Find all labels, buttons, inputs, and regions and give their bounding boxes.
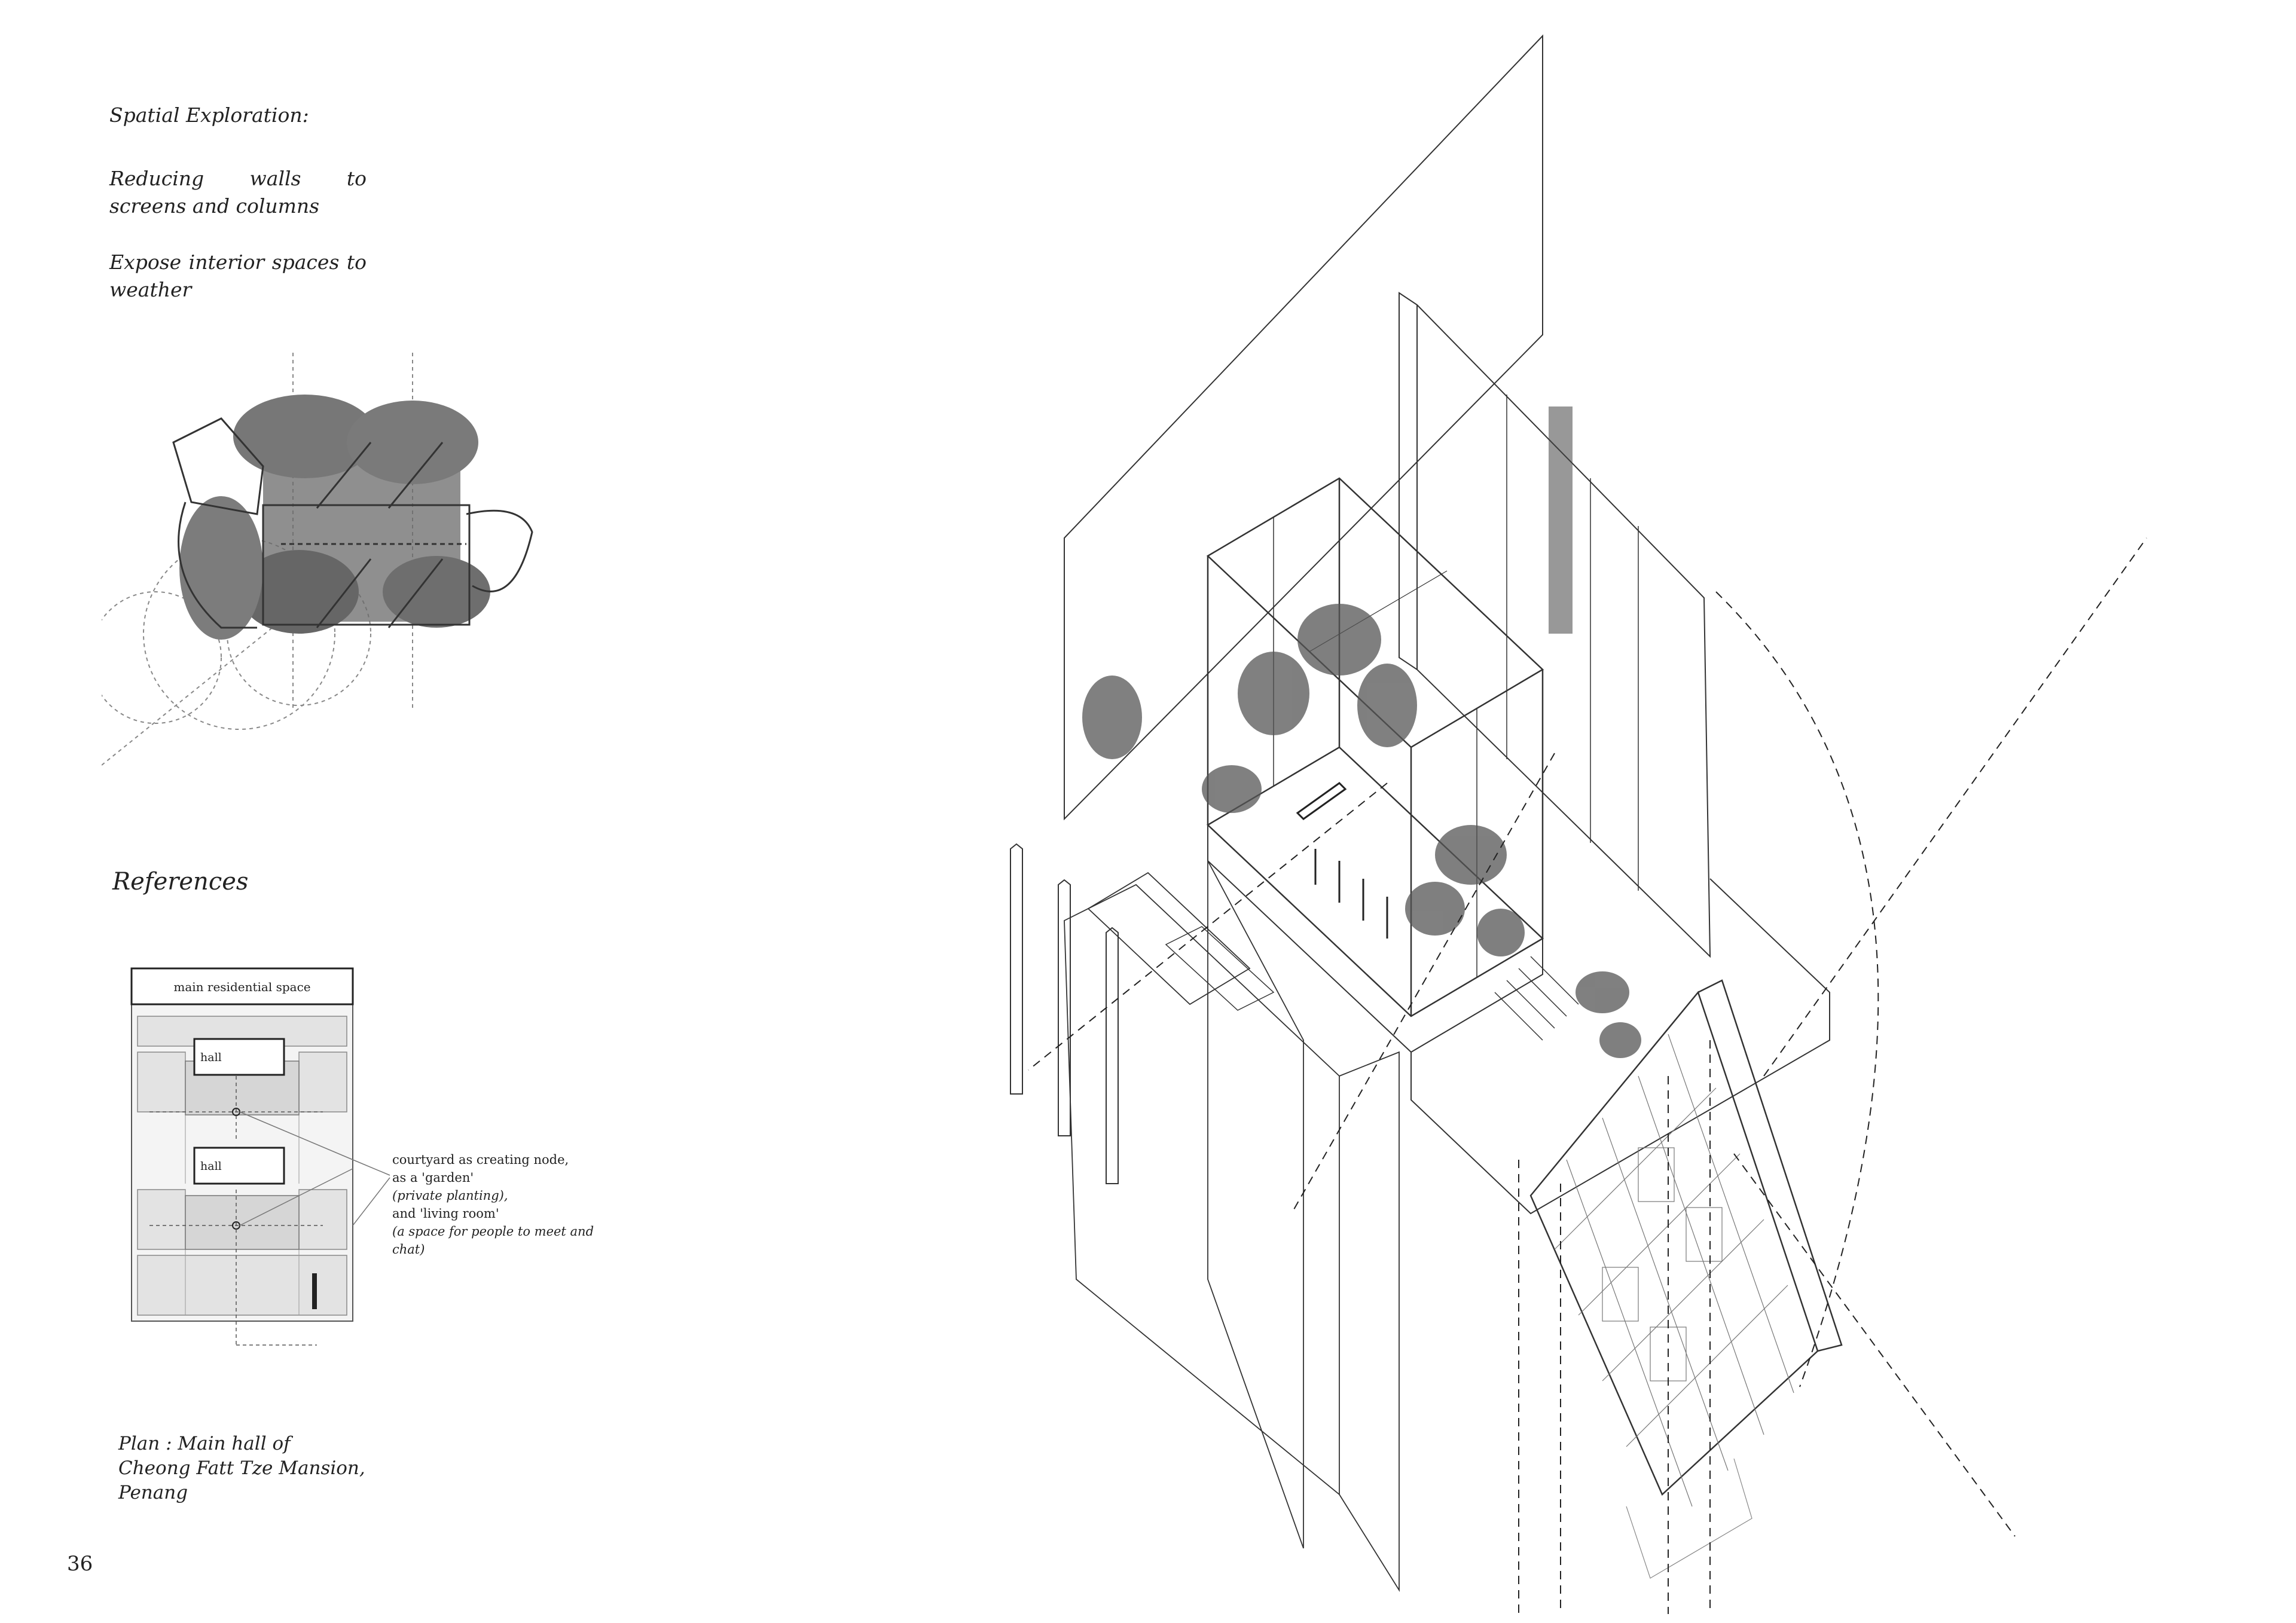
plan-caption: Plan : Main hall of Cheong Fatt Tze Mans… [118, 1432, 370, 1505]
note-line-2: as a 'garden' [392, 1170, 474, 1185]
plan-caption-line-3: Penang [118, 1482, 188, 1503]
note-line-5: (a space for people to meet and chat) [392, 1224, 594, 1257]
hall-box-1 [193, 1038, 285, 1076]
note-line-4: and 'living room' [392, 1206, 499, 1221]
facade-detail [1554, 1034, 1794, 1507]
references-heading: References [112, 868, 249, 895]
plan-caption-line-2: Cheong Fatt Tze Mansion, [118, 1457, 365, 1479]
plan-label-hall-2: hall [200, 1160, 222, 1173]
note-line-1: courtyard as creating node, [392, 1153, 569, 1167]
intro-title: Spatial Exploration: [109, 103, 309, 127]
exploded-wall-plane [1064, 34, 1543, 821]
plan-label-main: main residential space [173, 980, 310, 994]
lower-plane-mid [1207, 860, 1304, 1549]
courtyard-benches [1296, 782, 1388, 939]
main-residential-box [130, 967, 354, 1005]
plan-leader-lines [353, 1159, 390, 1226]
intro-text: Spatial Exploration: Reducing walls to s… [109, 102, 367, 332]
plan-caption-line-1: Plan : Main hall of [118, 1433, 291, 1454]
page-number: 36 [67, 1552, 93, 1576]
courtyard-foliage [1082, 604, 1641, 1058]
lower-plane-left [1064, 884, 1340, 1496]
foliage-mass [179, 395, 490, 640]
spatial-exploration-sketch [102, 353, 533, 766]
mansion-facade [1529, 979, 1843, 1496]
dashed-arc [1715, 591, 1879, 1387]
intro-line-weather: Expose interior spaces to weather [109, 250, 367, 301]
screen-panel [1549, 406, 1573, 634]
plan-label-hall-1: hall [200, 1051, 222, 1064]
courtyard-annotation: courtyard as creating node, as a 'garden… [392, 1151, 607, 1258]
intro-line-walls: Reducing walls to screens and columns [109, 167, 367, 218]
mansion-plan-drawing: main residential space hall hall [130, 967, 354, 1346]
axonometric-drawing [1010, 34, 2147, 1614]
hall-box-2 [193, 1147, 285, 1185]
exploded-columns [1010, 843, 1119, 1184]
note-line-3: (private planting), [392, 1188, 508, 1203]
